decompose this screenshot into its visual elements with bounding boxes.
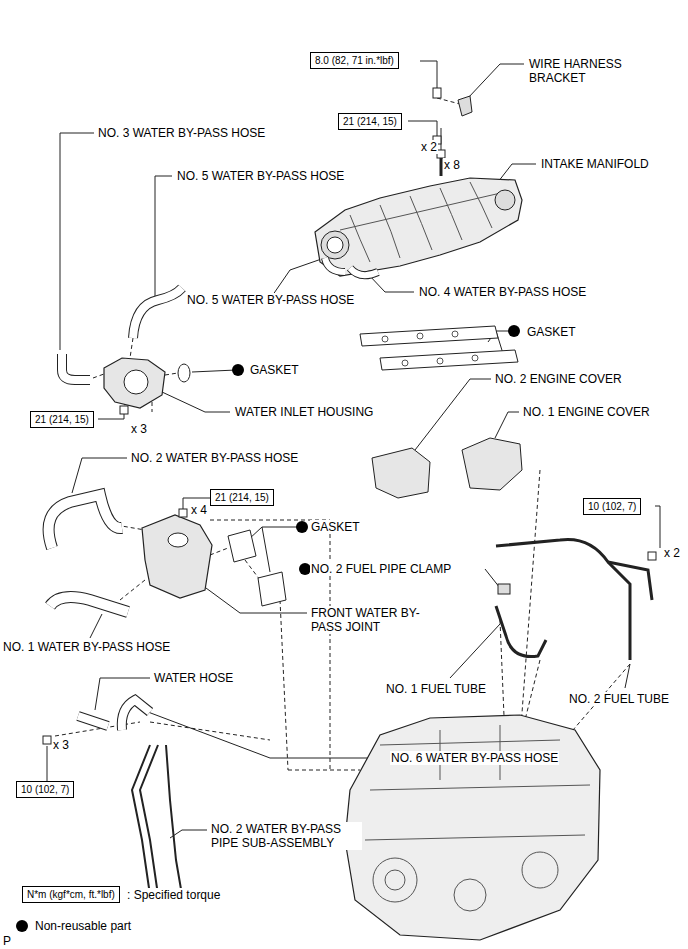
part-label: NO. 3 WATER BY-PASS HOSE [97,126,266,140]
part-label: P [2,934,12,948]
quantity-label: x 4 [190,503,208,517]
legend-text: : Specified torque [126,888,221,902]
part-label: GASKET [526,325,577,339]
torque-value: 8.0 (82, 71 in.*lbf) [315,55,394,66]
part-label: NO. 4 WATER BY-PASS HOSE [418,285,587,299]
part-label: NO. 1 WATER BY-PASS HOSE [2,640,171,654]
quantity-label: x 3 [52,738,70,752]
part-label: GASKET [249,363,300,377]
part-label: WATER INLET HOUSING [234,405,374,419]
torque-value: 21 (214, 15) [215,492,269,503]
quantity-label: x 2 [420,140,438,154]
torque-box: 21 (214, 15) [210,489,274,506]
torque-box: 21 (214, 15) [30,411,94,428]
torque-value: 21 (214, 15) [343,116,397,127]
torque-box: 21 (214, 15) [338,113,402,130]
part-label: NO. 2 WATER BY-PASS HOSE [130,451,299,465]
legend-swatch [16,920,28,932]
part-label: NO. 2 FUEL TUBE [568,692,670,706]
part-label: WIRE HARNESS BRACKET [528,57,640,85]
part-label: FRONT WATER BY-PASS JOINT [310,606,424,634]
quantity-label: x 3 [130,422,148,436]
part-label: GASKET [310,520,361,534]
part-label: NO. 2 ENGINE COVER [494,372,623,386]
part-label: NO. 2 FUEL PIPE CLAMP [310,562,452,576]
torque-value: 10 (102, 7) [21,784,69,795]
torque-value: N*m (kgf*cm, ft.*lbf) [27,889,115,900]
quantity-label: x 2 [663,546,681,560]
part-label: NO. 5 WATER BY-PASS HOSE [176,169,345,183]
legend-text: Non-reusable part [34,919,132,933]
quantity-label: x 8 [443,158,461,172]
part-label: NO. 2 WATER BY-PASS PIPE SUB-ASSEMBLY [210,822,362,850]
torque-box: 10 (102, 7) [583,498,641,515]
part-label: NO. 5 WATER BY-PASS HOSE [186,293,355,307]
torque-box: 8.0 (82, 71 in.*lbf) [310,52,399,69]
part-label: NO. 1 ENGINE COVER [522,405,651,419]
torque-box: 10 (102, 7) [16,781,74,798]
part-label: INTAKE MANIFOLD [540,157,650,171]
part-label: NO. 6 WATER BY-PASS HOSE [390,751,559,765]
part-label: NO. 1 FUEL TUBE [385,682,487,696]
torque-value: 10 (102, 7) [588,501,636,512]
part-label: WATER HOSE [153,671,234,685]
torque-box: N*m (kgf*cm, ft.*lbf) [22,886,120,903]
torque-value: 21 (214, 15) [35,414,89,425]
